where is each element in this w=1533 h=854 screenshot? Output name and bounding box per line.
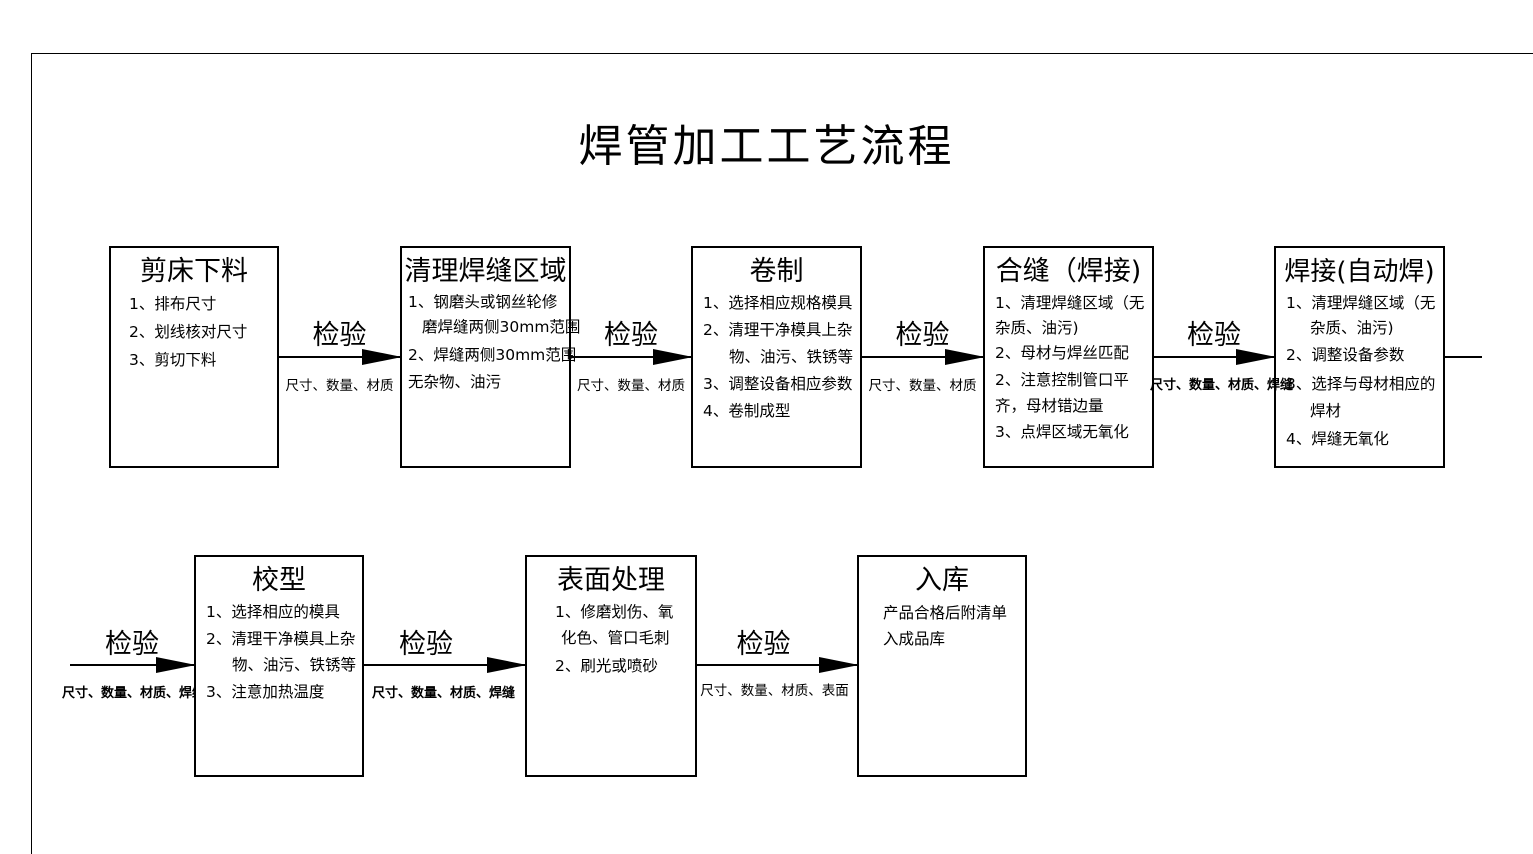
box-title: 焊接(自动焊) — [1284, 257, 1435, 287]
arrow-head — [945, 349, 985, 365]
step-text: 2、母材与焊丝匹配 — [995, 344, 1129, 362]
arrow-head — [156, 657, 196, 673]
arrow-head — [362, 349, 402, 365]
process-box-warehousing: 入库 产品合格后附清单 入成品库 — [857, 555, 1027, 777]
step-text: 1、选择相应的模具 — [206, 603, 340, 621]
step-text: 无杂物、油污 — [408, 373, 502, 391]
process-box-rolling: 卷制 1、选择相应规格模具 2、清理干净模具上杂 物、油污、铁锈等 3、调整设备… — [691, 246, 862, 468]
step-text: 3、剪切下料 — [129, 351, 217, 369]
inspection-criteria: 尺寸、数量、材质、焊缝 — [1150, 378, 1294, 393]
step-text: 1、选择相应规格模具 — [703, 294, 853, 312]
process-box-shearing: 剪床下料 1、排布尺寸 2、划线核对尺寸 3、剪切下料 — [109, 246, 279, 468]
step-text: 1、排布尺寸 — [129, 295, 217, 313]
step-text: 2、注意控制管口平 — [995, 371, 1129, 389]
step-text: 杂质、油污) — [1310, 319, 1394, 337]
inspection-criteria: 尺寸、数量、材质 — [868, 378, 977, 394]
process-box-seam-welding: 合缝（焊接) 1、清理焊缝区域（无 杂质、油污) 2、母材与焊丝匹配 2、注意控… — [983, 246, 1154, 468]
flow-arrow — [364, 657, 527, 673]
flow-arrow — [279, 349, 402, 365]
flow-arrow — [862, 349, 985, 365]
step-text: 4、卷制成型 — [703, 402, 791, 420]
process-box-weld-cleaning: 清理焊缝区域 1、钢磨头或钢丝轮修 磨焊缝两侧30mm范围 2、焊缝两侧30mm… — [400, 246, 581, 468]
inspection-label: 检验 — [1187, 320, 1241, 351]
box-title: 入库 — [915, 565, 969, 596]
continuation-line — [1445, 356, 1482, 358]
step-text: 1、修磨划伤、氧 — [555, 603, 674, 621]
step-text: 3、选择与母材相应的 — [1286, 375, 1436, 393]
step-text: 2、刷光或喷砂 — [555, 657, 658, 675]
process-box-shaping: 校型 1、选择相应的模具 2、清理干净模具上杂 物、油污、铁锈等 3、注意加热温… — [194, 555, 364, 777]
flow-arrow — [70, 657, 196, 673]
box-title: 剪床下料 — [140, 256, 248, 287]
step-text: 焊材 — [1310, 402, 1342, 420]
arrow-head — [1236, 349, 1276, 365]
flow-arrow — [697, 657, 859, 673]
inspection-criteria: 尺寸、数量、材质、焊缝 — [372, 686, 516, 701]
box-title: 卷制 — [749, 256, 804, 287]
arrow-head — [487, 657, 527, 673]
step-text: 杂质、油污) — [995, 319, 1079, 337]
process-box-auto-welding: 焊接(自动焊) 1、清理焊缝区域（无 杂质、油污) 2、调整设备参数 3、选择与… — [1274, 246, 1445, 468]
inspection-criteria: 尺寸、数量、材质 — [285, 378, 394, 394]
step-text: 2、划线核对尺寸 — [129, 323, 248, 341]
step-text: 3、注意加热温度 — [206, 683, 325, 701]
inspection-criteria: 尺寸、数量、材质、焊缝 — [62, 686, 206, 701]
step-text: 齐，母材错边量 — [995, 397, 1104, 415]
step-text: 2、调整设备参数 — [1286, 346, 1405, 364]
step-text: 1、钢磨头或钢丝轮修 — [408, 293, 558, 311]
step-text: 1、清理焊缝区域（无 — [1286, 294, 1436, 312]
step-text: 产品合格后附清单 — [883, 604, 1008, 622]
inspection-label: 检验 — [604, 320, 658, 351]
box-title: 校型 — [252, 565, 306, 596]
step-text: 2、清理干净模具上杂 — [206, 630, 356, 648]
step-text: 物、油污、铁锈等 — [232, 656, 357, 674]
flow-arrow — [571, 349, 693, 365]
step-text: 2、清理干净模具上杂 — [703, 321, 853, 339]
step-text: 磨焊缝两侧30mm范围 — [422, 318, 581, 336]
box-title: 表面处理 — [557, 565, 665, 596]
inspection-label: 检验 — [312, 320, 367, 351]
step-text: 1、清理焊缝区域（无 — [995, 294, 1145, 312]
inspection-label: 检验 — [895, 320, 950, 351]
inspection-label: 检验 — [736, 629, 791, 660]
inspection-label: 检验 — [399, 629, 453, 660]
inspection-criteria: 尺寸、数量、材质、表面 — [700, 683, 849, 699]
inspection-criteria: 尺寸、数量、材质 — [577, 378, 685, 394]
flow-arrow — [1154, 349, 1276, 365]
page-title: 焊管加工工艺流程 — [578, 121, 955, 172]
step-text: 2、焊缝两侧30mm范围 — [408, 346, 577, 364]
inspection-label: 检验 — [105, 629, 159, 660]
step-text: 3、调整设备相应参数 — [703, 375, 853, 393]
step-text: 入成品库 — [883, 630, 946, 648]
step-text: 化色、管口毛刺 — [561, 629, 670, 647]
drawing-frame — [31, 53, 1533, 854]
arrow-head — [653, 349, 693, 365]
step-text: 物、油污、铁锈等 — [729, 348, 854, 366]
box-title: 清理焊缝区域 — [404, 256, 567, 287]
box-title: 合缝（焊接) — [995, 256, 1142, 287]
step-text: 3、点焊区域无氧化 — [995, 423, 1129, 441]
step-text: 4、焊缝无氧化 — [1286, 430, 1389, 448]
arrow-head — [819, 657, 859, 673]
process-box-surface-treatment: 表面处理 1、修磨划伤、氧 化色、管口毛刺 2、刷光或喷砂 — [525, 555, 697, 777]
